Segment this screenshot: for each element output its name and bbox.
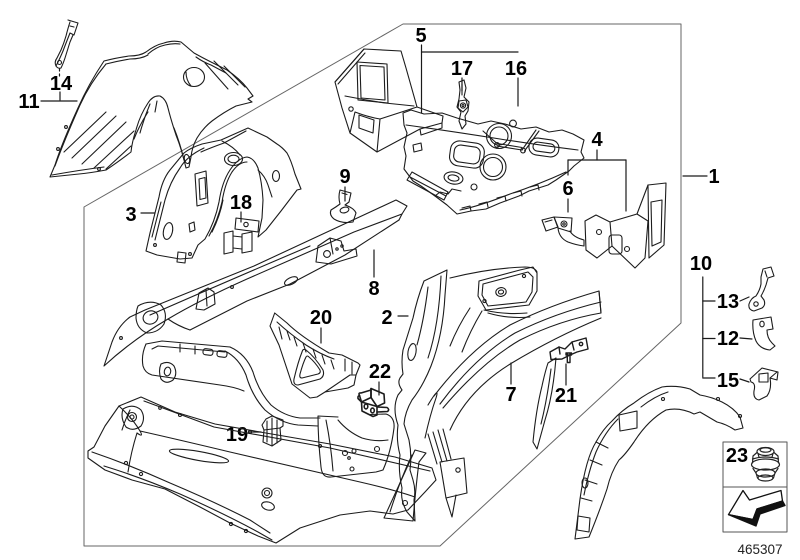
svg-text:1: 1 (708, 166, 719, 188)
svg-text:19: 19 (226, 424, 248, 446)
svg-text:3: 3 (125, 204, 136, 226)
svg-text:8: 8 (368, 278, 379, 300)
svg-text:13: 13 (717, 291, 739, 313)
svg-text:21: 21 (555, 385, 577, 407)
svg-text:15: 15 (717, 370, 739, 392)
svg-text:11: 11 (18, 91, 39, 113)
svg-text:2: 2 (381, 307, 392, 329)
svg-text:17: 17 (451, 58, 473, 80)
svg-text:9: 9 (339, 166, 350, 188)
svg-text:20: 20 (310, 307, 332, 329)
svg-text:10: 10 (690, 253, 712, 275)
svg-text:16: 16 (505, 58, 527, 80)
svg-text:14: 14 (50, 73, 73, 95)
svg-text:4: 4 (591, 129, 603, 151)
svg-text:18: 18 (230, 192, 252, 214)
svg-text:465307: 465307 (737, 542, 782, 557)
svg-text:6: 6 (562, 178, 573, 200)
svg-text:23: 23 (726, 445, 748, 467)
svg-text:7: 7 (505, 384, 516, 406)
svg-text:22: 22 (369, 361, 391, 383)
svg-text:12: 12 (717, 328, 739, 350)
svg-text:5: 5 (415, 25, 426, 47)
